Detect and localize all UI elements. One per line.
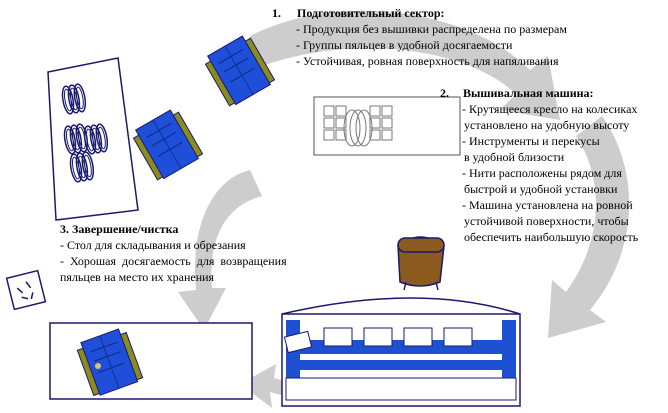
trash-bin [5,269,47,311]
machine-line-9: обеспечить наибольшую скорость [464,230,639,244]
shirt-stack-2 [129,106,205,183]
machine-line-8: устойчивой поверхности, чтобы [464,214,629,228]
prep-line-1: - Продукция без вышивки распределена по … [296,22,567,36]
finish-section-title: 3. Завершение/чистка [60,222,179,236]
machine-line-7: - Машина установлена на ровной [462,198,633,212]
prep-station-illustration [47,32,277,221]
finish-table [49,322,253,400]
prep-section-number: 1. [272,6,281,20]
machine-line-5: - Нити расположены рядом для [462,166,622,180]
arrow-left-up [178,170,262,330]
finish-line-1: - Стол для складывания и обрезания [60,238,246,252]
machine-section-title: Вышивальная машина: [463,86,594,100]
hoop-shelf [313,96,461,156]
machine-station-illustration [281,96,521,407]
finish-station-illustration [5,269,253,400]
finish-line-3: пяльцев на место их хранения [60,270,215,284]
hoop-shelf-items [323,105,393,147]
machine-line-1: - Крутящееся кресло на колесиках [462,102,638,116]
machine-line-6: быстрой и удобной установки [464,182,618,196]
embroidery-machine [281,297,521,407]
machine-line-2: установлено на удобную высоту [464,118,630,132]
machine-line-3: - Инструменты и перекусы [462,134,600,148]
swivel-chair [397,236,445,291]
prep-line-3: - Устойчивая, ровная поверхность для нап… [296,54,559,68]
arrow-right-down [548,116,630,338]
finish-line-2: - Хорошая досягаемость для возвращения [60,254,287,268]
machine-line-4: в удобной близости [464,150,565,164]
prep-section: 1. Подготовительный сектор: - Продукция … [272,5,567,69]
prep-section-title: Подготовительный сектор: [297,6,445,20]
finish-section: 3. Завершение/чистка - Стол для складыва… [60,221,316,285]
arrow-top-clockwise [250,10,560,120]
prep-line-2: - Группы пяльцев в удобной досягаемости [296,38,513,52]
machine-section-number: 2. [440,86,449,100]
machine-section: 2. Вышивальная машина: - Крутящееся крес… [440,85,638,245]
